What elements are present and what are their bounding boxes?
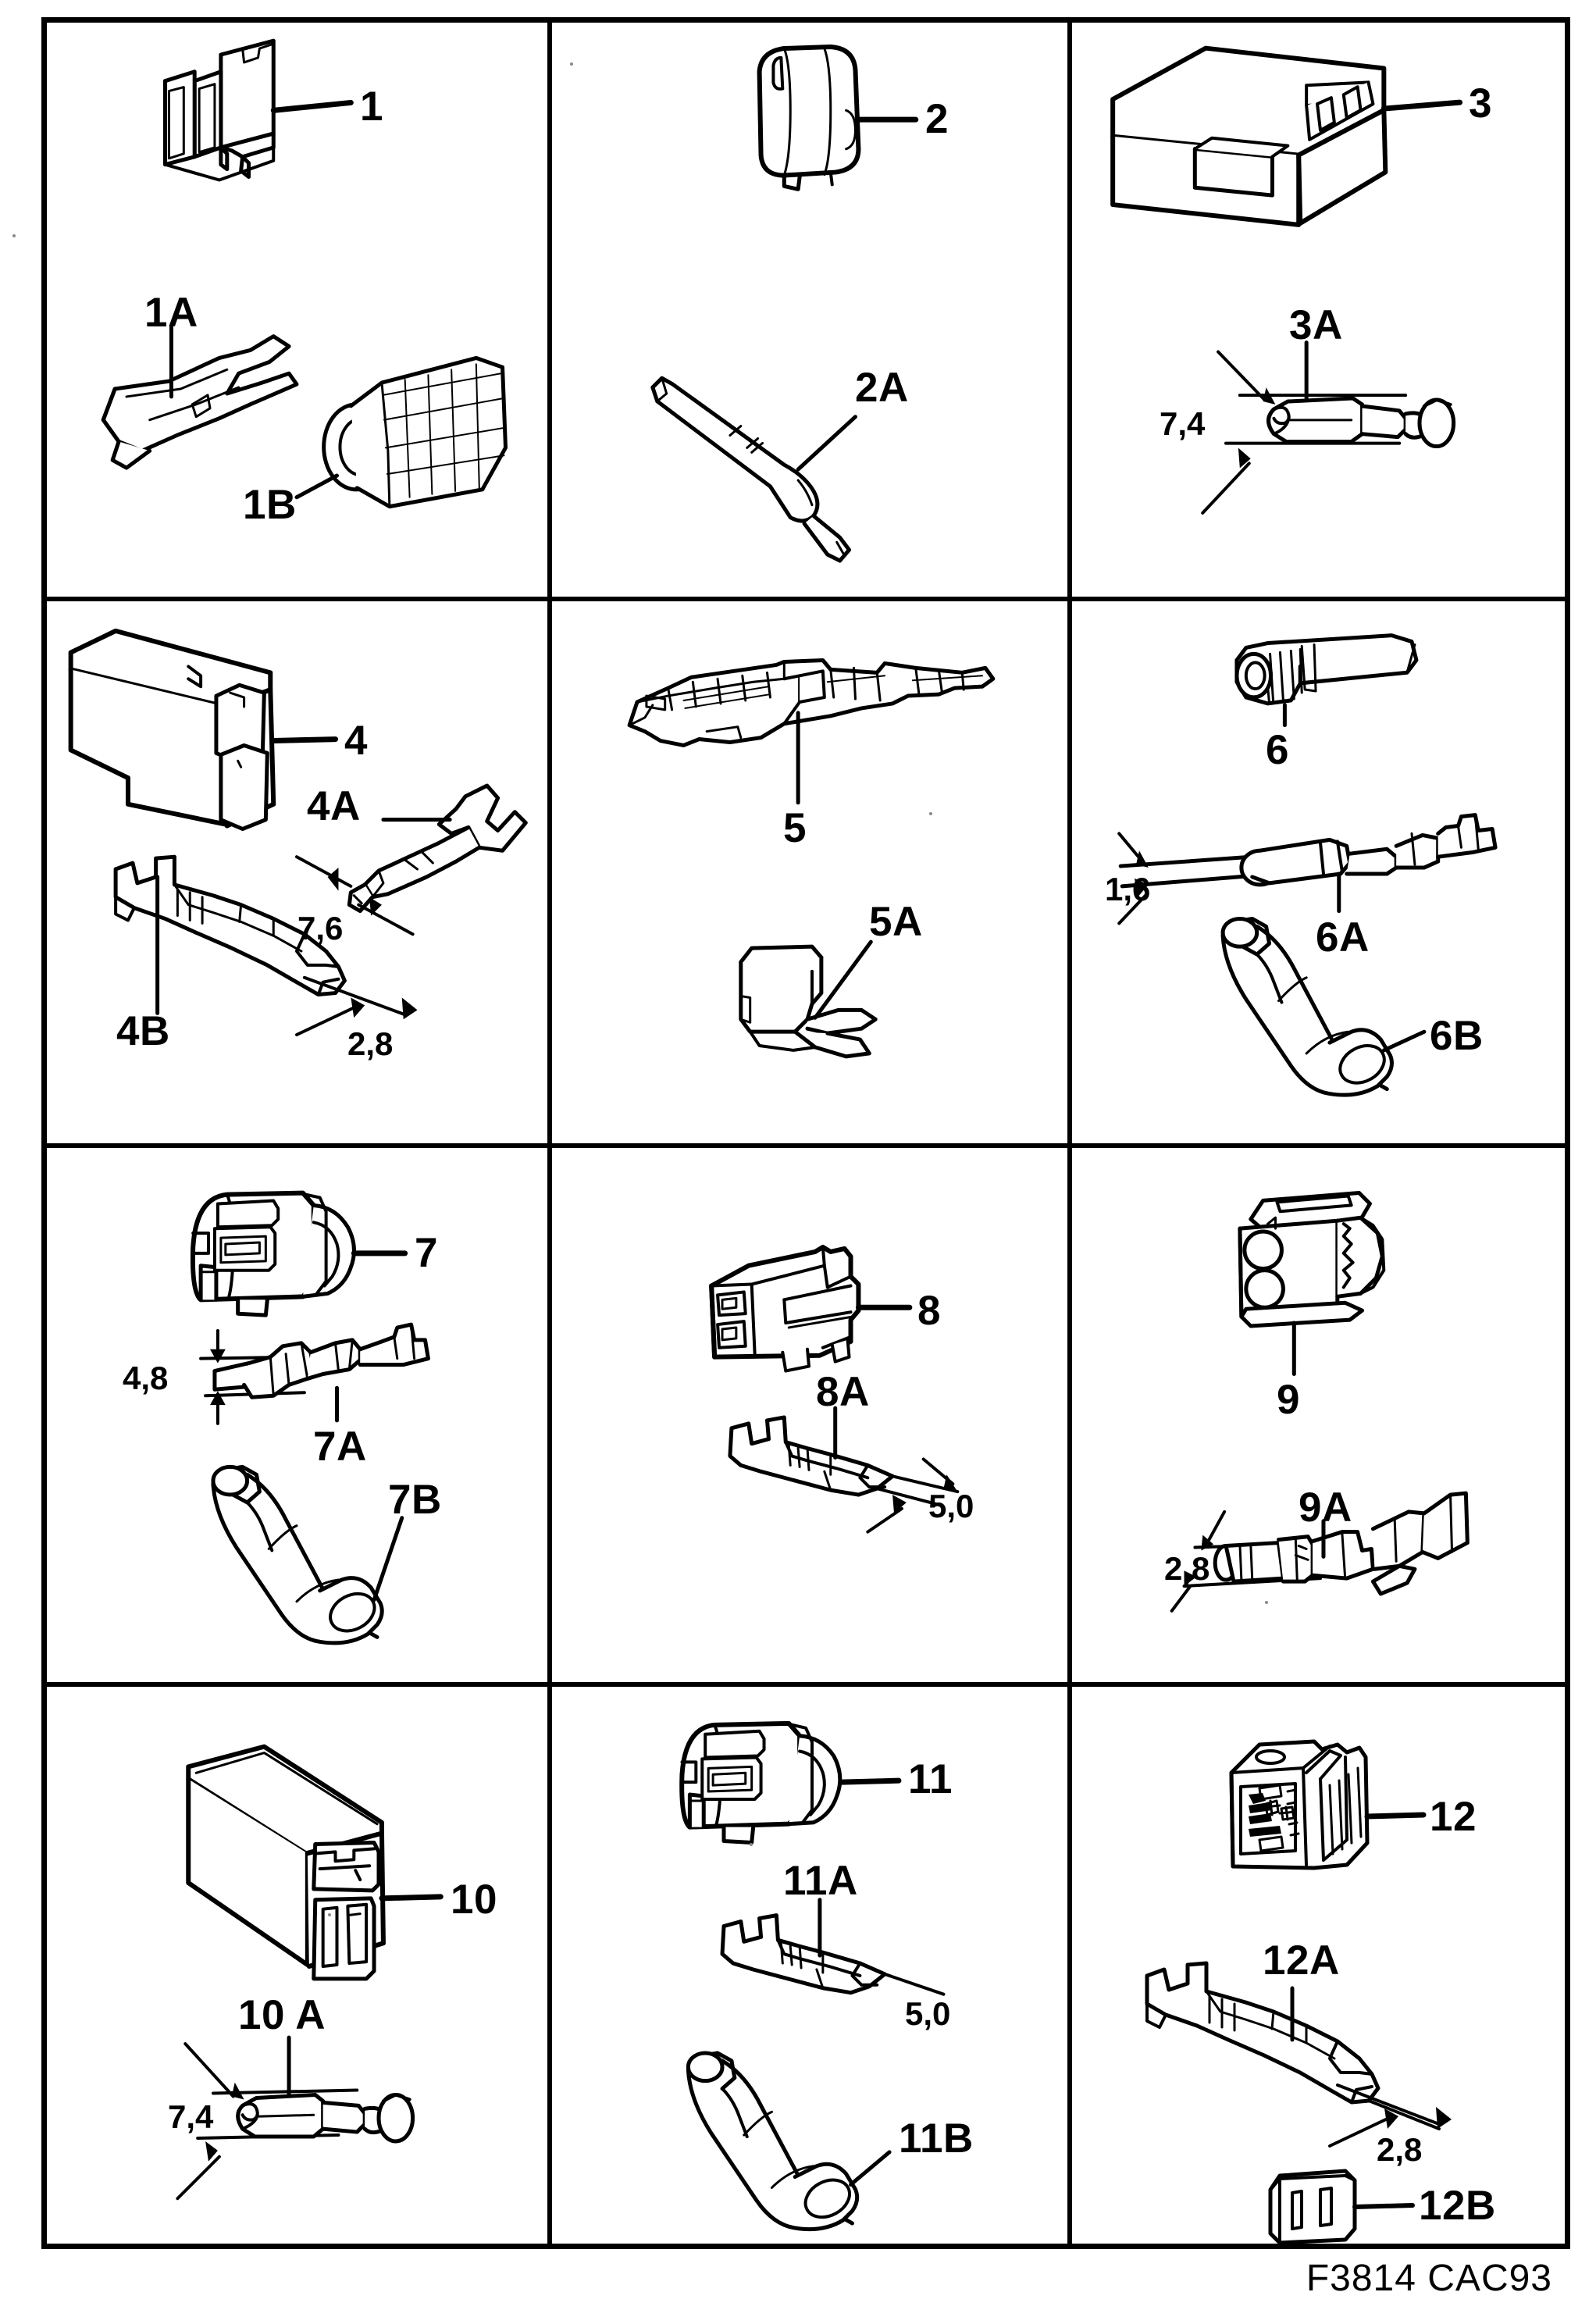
part-label-2: 2: [925, 96, 949, 142]
grid-cell-1[interactable]: 1 1A 1B: [41, 17, 552, 601]
part-label-3: 3: [1469, 80, 1492, 127]
part-label-10a: 10 A: [238, 1992, 326, 2038]
part-label-7b: 7B: [388, 1477, 442, 1523]
dimension-48: 4,8: [123, 1360, 169, 1396]
cell-8-artwork: [552, 1148, 1067, 1682]
dimension-16: 1,6: [1105, 871, 1151, 907]
cell-9-artwork: [1072, 1148, 1570, 1682]
dimension-76: 7,6: [297, 910, 344, 946]
part-label-5: 5: [783, 805, 807, 851]
scan-speck: [12, 234, 16, 237]
plate-border: [41, 17, 1570, 2249]
grid-cell-5[interactable]: 5 5A: [552, 601, 1072, 1148]
part-label-4b: 4B: [116, 1008, 170, 1054]
part-label-1b: 1B: [243, 482, 297, 528]
part-label-12: 12: [1430, 1794, 1477, 1840]
scan-speck: [1265, 1601, 1268, 1604]
part-label-3a: 3A: [1289, 302, 1343, 348]
plate-code: F3814 CAC93: [1306, 2258, 1552, 2299]
cell-10-artwork: [41, 1687, 547, 2249]
part-label-7a: 7A: [313, 1424, 367, 1470]
part-label-4: 4: [344, 718, 368, 764]
part-label-12a: 12A: [1263, 1937, 1340, 1984]
part-label-4a: 4A: [307, 783, 361, 829]
dimension-28-cell4: 2,8: [347, 1025, 394, 1062]
cell-5-artwork: [552, 601, 1067, 1143]
grid-cell-2[interactable]: 2 2A: [552, 17, 1072, 601]
grid-cell-10[interactable]: 10 10 A 7,4: [41, 1687, 552, 2249]
part-label-5a: 5A: [869, 899, 923, 945]
scan-speck: [570, 62, 573, 66]
grid-cell-11[interactable]: 11 11A 11B 5,0: [552, 1687, 1072, 2249]
part-label-9a: 9A: [1299, 1485, 1352, 1531]
part-label-8a: 8A: [816, 1369, 870, 1415]
cell-4-artwork: [41, 601, 547, 1143]
scan-speck: [929, 812, 932, 815]
scan-speck: [328, 1913, 331, 1916]
parts-grid: 1 1A 1B: [41, 17, 1570, 2249]
grid-cell-6[interactable]: 6 6A 6B 1,6: [1072, 601, 1570, 1148]
part-label-1: 1: [360, 84, 383, 130]
part-label-11b: 11B: [899, 2116, 974, 2162]
grid-cell-3[interactable]: 3 3A 7,4: [1072, 17, 1570, 601]
scan-speck: [750, 1843, 753, 1846]
grid-cell-7[interactable]: 7 7A 7B 4,8: [41, 1148, 552, 1687]
grid-cell-8[interactable]: 8 8A 5,0: [552, 1148, 1072, 1687]
part-label-6a: 6A: [1316, 914, 1370, 961]
dimension-74-cell10: 7,4: [168, 2098, 214, 2135]
part-label-7: 7: [415, 1230, 438, 1276]
cell-7-artwork: [41, 1148, 547, 1682]
part-label-10: 10: [451, 1877, 497, 1923]
dimension-50-cell11: 5,0: [905, 1995, 951, 2032]
cell-11-artwork: [552, 1687, 1067, 2249]
part-label-1a: 1A: [144, 290, 198, 336]
dimension-50-cell8: 5,0: [928, 1488, 974, 1524]
part-label-11a: 11A: [783, 1858, 858, 1904]
grid-cell-12[interactable]: 12 12A 12B 2,8: [1072, 1687, 1570, 2249]
dimension-28-cell9: 2,8: [1164, 1550, 1210, 1587]
part-label-6b: 6B: [1430, 1013, 1484, 1059]
cell-2-artwork: [552, 17, 1067, 597]
part-label-11: 11: [908, 1756, 953, 1802]
part-label-12b: 12B: [1419, 2183, 1496, 2229]
part-label-6: 6: [1266, 727, 1289, 773]
grid-cell-9[interactable]: 9 9A 2,8: [1072, 1148, 1570, 1687]
part-label-2a: 2A: [855, 365, 909, 411]
grid-cell-4[interactable]: 4 4A 4B 7,6 2,8: [41, 601, 552, 1148]
part-label-9: 9: [1277, 1377, 1300, 1423]
dimension-74: 7,4: [1160, 405, 1206, 442]
dimension-28-cell12: 2,8: [1377, 2131, 1423, 2168]
part-label-8: 8: [917, 1288, 941, 1334]
